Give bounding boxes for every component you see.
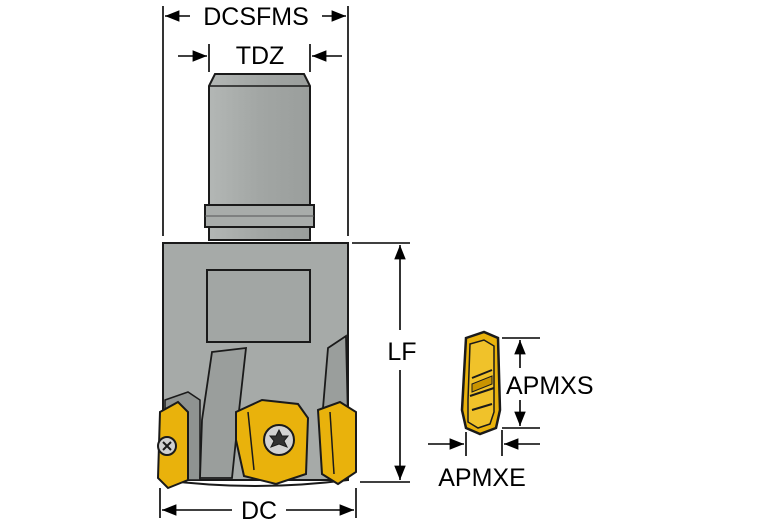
dimension-lines xyxy=(159,6,540,518)
label-tdz: TDZ xyxy=(236,42,285,70)
chip-flute-center xyxy=(199,346,248,479)
insert-detail-groove xyxy=(469,369,495,411)
insert-detail-groove-dark xyxy=(471,375,493,393)
torx-icon xyxy=(268,428,290,448)
wrench-flat xyxy=(206,269,311,343)
label-dcsfms: DCSFMS xyxy=(203,3,309,31)
label-apmxe: APMXE xyxy=(438,464,526,492)
label-dc: DC xyxy=(241,497,277,523)
cutter-bottom-edge xyxy=(162,479,349,487)
label-lf: LF xyxy=(387,338,416,366)
insert-right-edge xyxy=(329,411,335,475)
insert-center-edge xyxy=(247,411,255,471)
cutter-tool xyxy=(156,73,357,490)
label-apmxs: APMXS xyxy=(506,372,594,400)
insert-detail xyxy=(460,330,502,436)
torx-icon xyxy=(162,441,172,451)
insert-right xyxy=(316,400,357,486)
